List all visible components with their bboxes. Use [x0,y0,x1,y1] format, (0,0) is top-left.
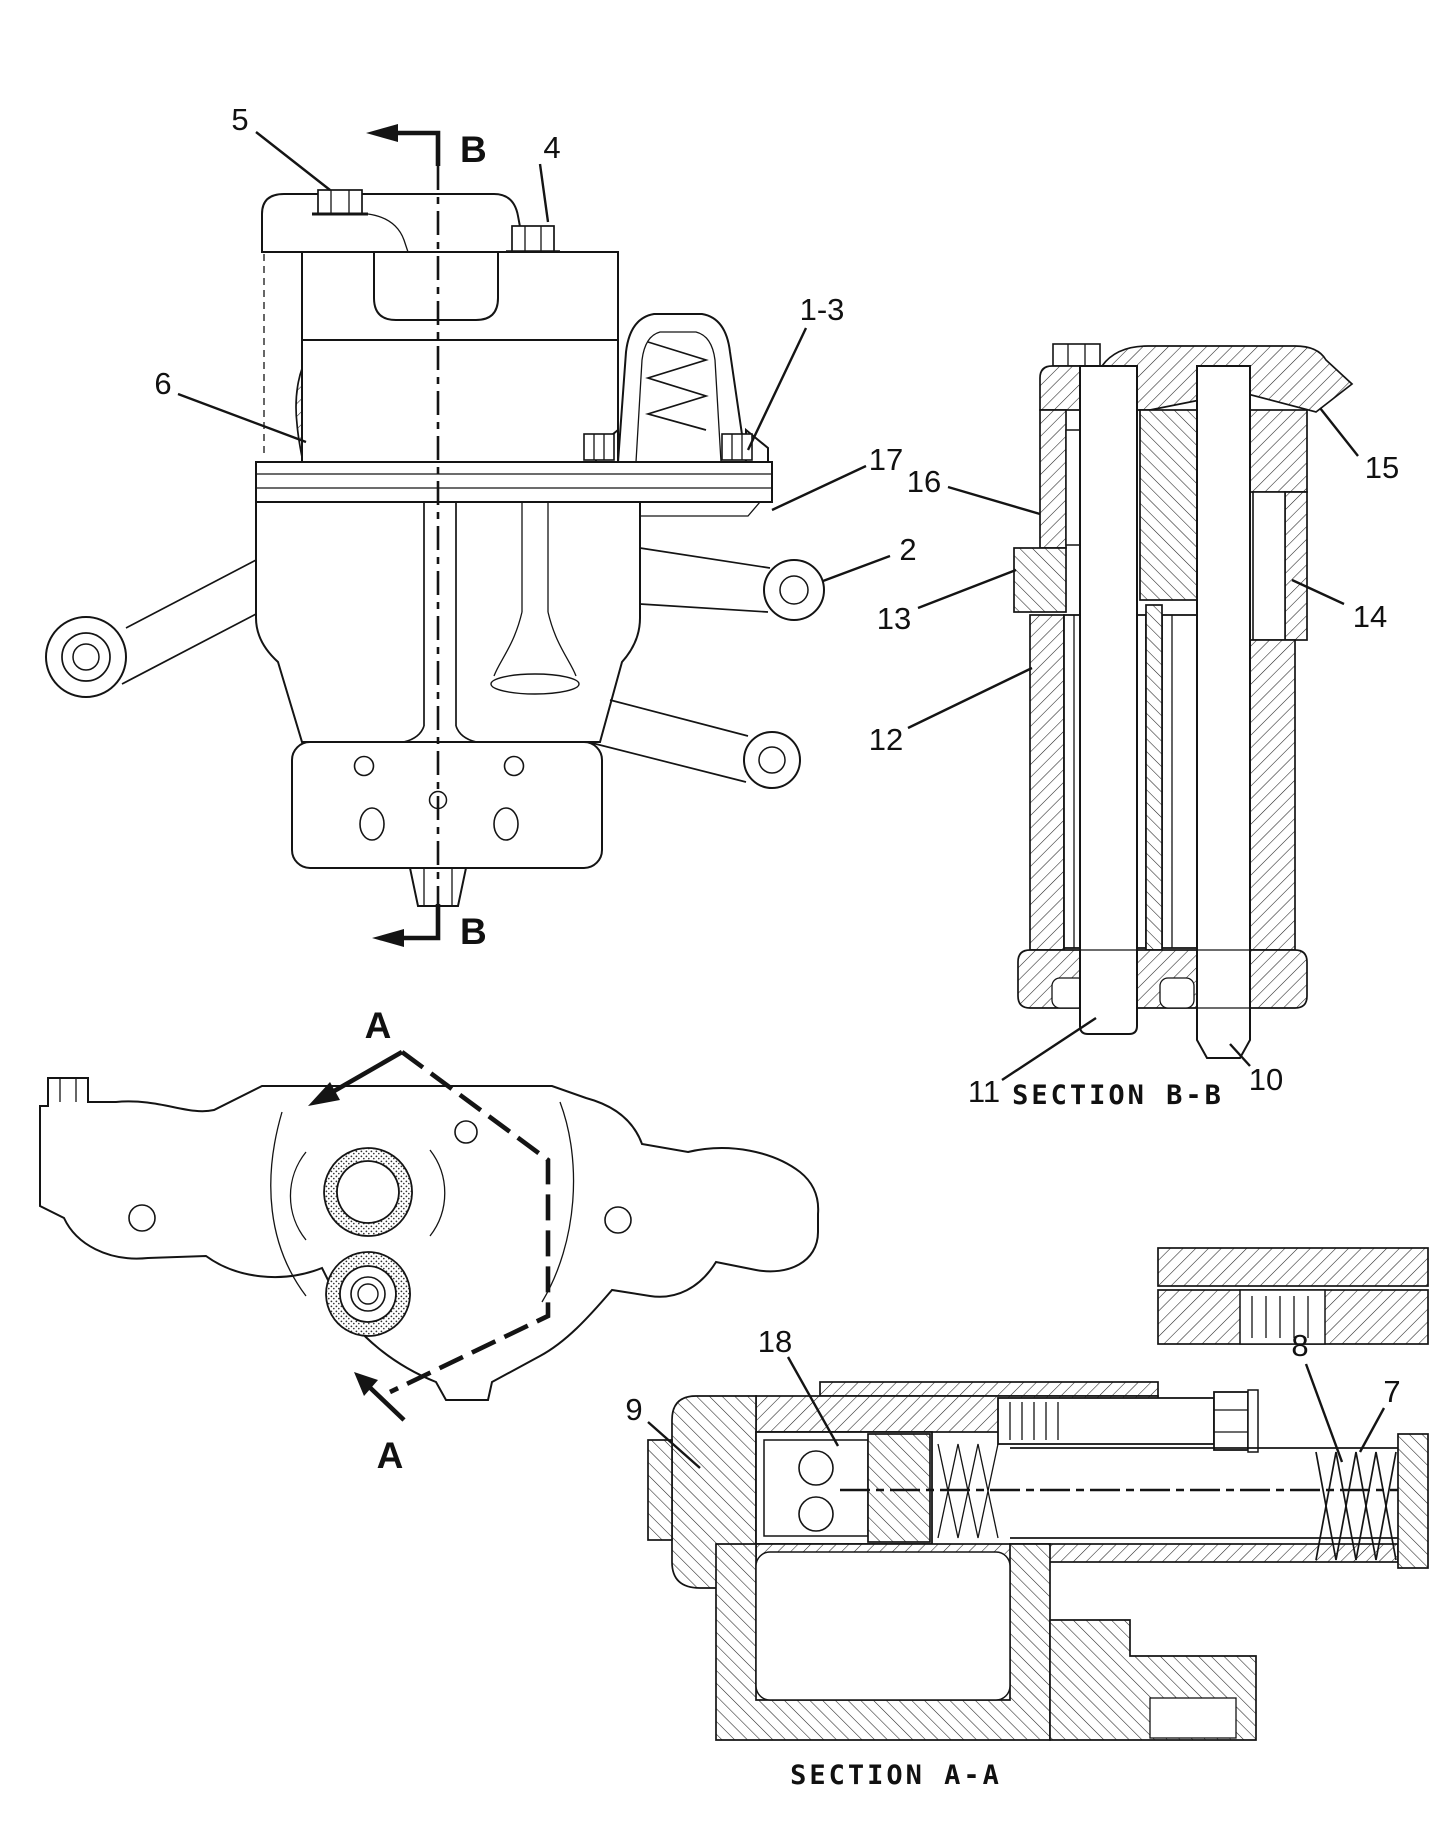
marker-a-top: A [365,1005,392,1046]
bb-top-bolt [1052,343,1101,367]
marker-b-bottom: B [460,911,487,952]
plan-hole [454,1120,478,1144]
callout-2: 2 [899,532,916,567]
aa-left-flange [671,1395,757,1589]
section-line-a: A A [308,1005,551,1476]
front-view: B B 5 4 6 1-3 17 2 [45,102,917,952]
tower-foot-bolt [583,433,615,461]
section-line-b: B B [366,124,487,952]
callout-12: 12 [869,722,903,757]
bb-shaft-10 [1196,365,1251,1059]
aa-end-spring-7-8 [1315,1451,1397,1561]
section-arrow-a-bottom [354,1372,378,1396]
aa-piston-9 [755,1431,933,1545]
plan-outline [39,1077,820,1401]
callout-11: 11 [968,1074,1000,1109]
top-cover [261,193,537,253]
bolt-1-3 [721,433,753,461]
adapter-flange [255,461,773,517]
callout-18: 18 [758,1324,792,1359]
aa-foot-slot [1149,1697,1237,1739]
callout-16: 16 [907,464,941,499]
section-arrow-a-top [308,1082,340,1106]
marker-a-bottom: A [377,1435,404,1476]
bb-center-divider [1139,409,1198,601]
bb-left-bearing-16 [1065,429,1081,546]
bb-right-wall-lower [1249,639,1296,951]
callout-15: 15 [1365,450,1399,485]
bb-right-wall-outer-14 [1284,491,1308,641]
section-aa-title: SECTION A-A [790,1760,1002,1791]
callout-10: 10 [1249,1062,1283,1097]
section-bb-callouts: 15 16 13 12 14 11 10 [869,407,1399,1109]
aa-lower-chamber-bore [755,1551,1011,1701]
plan-hole [604,1206,632,1234]
callout-14: 14 [1353,599,1387,634]
section-aa-callouts: 9 18 8 7 [625,1324,1401,1469]
bb-left-wall-lower-12 [1029,614,1065,951]
bb-bottom-slot [1159,977,1195,1009]
section-bb-title: SECTION B-B [1012,1080,1224,1111]
section-arrow-b-top [366,124,398,142]
gear-bore-lower [325,1251,411,1337]
bolt-4 [506,225,560,254]
aa-top-pad [819,1381,1159,1397]
boss-2 [639,547,825,621]
aa-plug-18 [867,1433,931,1543]
callout-4: 4 [543,130,560,165]
bb-left-collar-13 [1013,547,1067,613]
bb-center-rib [1145,604,1163,951]
cover-recess [373,251,499,321]
aa-top-plate [1157,1247,1429,1287]
aa-tapped-hole [1239,1289,1326,1345]
callout-17: 17 [869,442,903,477]
aa-end-cup [1397,1433,1429,1569]
callout-6: 6 [154,366,171,401]
section-bb-view: SECTION B-B 15 16 13 12 14 11 10 [869,343,1399,1111]
callout-9: 9 [625,1392,642,1427]
plan-view: A A [39,1005,820,1476]
section-arrow-b-bottom [372,929,404,947]
callout-8: 8 [1291,1328,1308,1363]
section-aa-view: SECTION A-A 9 18 8 7 [625,1247,1429,1791]
bb-right-wall-upper [1249,409,1308,493]
bb-left-wall-upper [1039,409,1067,549]
pickup-funnel [490,502,580,695]
left-mount-arm [45,559,257,698]
callout-5: 5 [231,102,248,137]
bb-shaft-11 [1079,365,1138,1035]
lower-right-boss [587,699,801,789]
plan-hole [128,1204,156,1232]
mid-housing [301,339,619,463]
aa-left-ear [647,1439,673,1541]
callout-1-3: 1-3 [800,292,845,327]
gear-bore-upper [323,1147,413,1237]
bottom-plate [291,741,603,869]
callout-13: 13 [877,601,911,636]
marker-b-top: B [460,129,487,170]
bolt-5 [312,189,409,253]
lower-housing [255,501,641,743]
front-view-callouts: 5 4 6 1-3 17 2 [154,102,917,583]
callout-7: 7 [1383,1374,1400,1409]
aa-bolt [997,1389,1259,1453]
bb-right-bearing [1252,491,1286,641]
